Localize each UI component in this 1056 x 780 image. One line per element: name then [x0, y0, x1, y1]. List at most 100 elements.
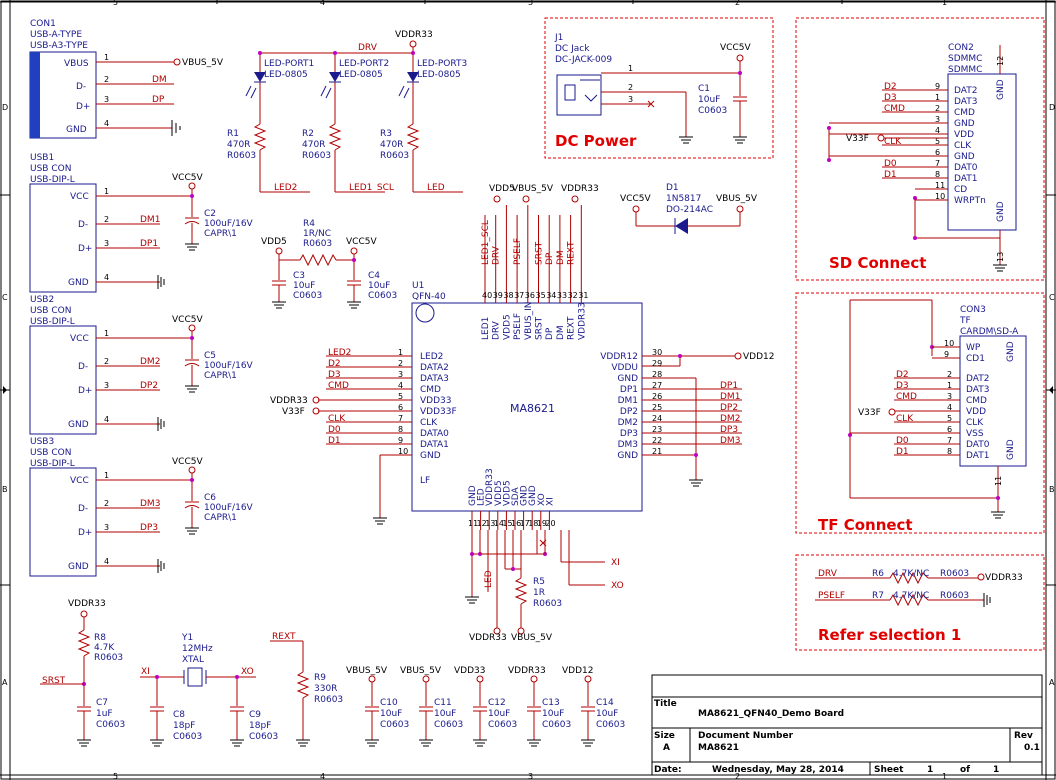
tf-connect-section: TF Connect CON3 TF CARDM\SD-A GND GND 11… — [795, 292, 1045, 534]
u1-pinnum-18: 18 — [528, 519, 538, 528]
tb-date: Wednesday, May 28, 2014 — [712, 765, 844, 775]
tb-date-label: Date: — [654, 765, 682, 775]
xi-net: XI — [141, 667, 150, 677]
r7-fp: R0603 — [940, 591, 969, 601]
usb3-pinnum-3: 3 — [104, 523, 109, 532]
u1-pinnum-32: 32 — [568, 291, 578, 300]
r9-ref: R9 — [314, 673, 326, 683]
usb3-cap-fp: CAPR\1 — [204, 513, 237, 523]
u1-net-9: D1 — [328, 436, 341, 446]
u1-net-3: D3 — [328, 370, 341, 380]
u1-pinname-40: LED1 — [481, 317, 491, 340]
tf-pinnum-7: 7 — [947, 436, 952, 445]
u1-pinname-27: DP1 — [620, 385, 638, 395]
c9-fp: C0603 — [249, 732, 278, 742]
frame-row-c: C — [2, 293, 8, 302]
xo-net: XO — [241, 667, 254, 677]
decap-val-4: 10uF — [596, 709, 618, 719]
usb3-ref: USB3 — [30, 437, 54, 447]
rext-net: REXT — [272, 632, 296, 642]
u1-pinnum-2: 2 — [398, 359, 403, 368]
sd-pinname-10: WRPTn — [954, 196, 986, 206]
r2-net: LED1_SCL — [349, 183, 394, 193]
usb1-cap-val: 100uF/16V — [204, 219, 254, 229]
usb2-net-dm: DM2 — [140, 357, 160, 367]
y1-val: 12MHz — [182, 644, 213, 654]
frame-col-5b: 5 — [113, 772, 118, 780]
r8-val: 4.7K — [94, 643, 115, 653]
u1-pinname-12: LED — [477, 488, 487, 506]
u1-pinnum-27: 27 — [652, 381, 662, 390]
c9-val: 18pF — [249, 721, 271, 731]
u1-pinname-26: DM1 — [618, 396, 638, 406]
r8-ref: R8 — [94, 633, 106, 643]
tb-doc: MA8621 — [698, 743, 739, 753]
y1-ref: Y1 — [181, 633, 193, 643]
tf-pinnum-3: 3 — [947, 392, 952, 401]
tf-pinname-5: CLK — [966, 418, 984, 428]
r8-vddr: VDDR33 — [68, 599, 106, 609]
r2-ref: R2 — [302, 129, 314, 139]
frame-row-d: D — [2, 103, 8, 112]
sd-pinname-11: CD — [954, 185, 967, 195]
usb1-footprint: USB-DIP-L — [30, 175, 75, 185]
r7-net: PSELF — [818, 591, 845, 601]
tb-title: MA8621_QFN40_Demo Board — [698, 709, 844, 719]
u1-pinname-16: SDA — [511, 487, 521, 506]
j1-ref: J1 — [554, 33, 563, 43]
c3-val: 10uF — [293, 281, 315, 291]
u1-pinnum-10: 10 — [398, 447, 408, 456]
r5-val: 1R — [533, 588, 545, 598]
r4-fp: R0603 — [303, 239, 332, 249]
c4-fp: C0603 — [368, 291, 397, 301]
decap-net-0: VBUS_5V — [346, 666, 388, 676]
dc-vcc5v: VCC5V — [720, 43, 751, 53]
tf-pinnum-5: 5 — [947, 414, 952, 423]
c3-ref: C3 — [293, 271, 305, 281]
frame-row-d-r: D — [1049, 103, 1055, 112]
c8-fp: C0603 — [173, 732, 202, 742]
refsel-title: Refer selection 1 — [818, 626, 961, 644]
usb1-pinnum-4: 4 — [104, 273, 109, 282]
tb-of-label: of — [960, 765, 970, 775]
u1-net-23: DP3 — [720, 425, 738, 435]
sd-pinnum-5: 5 — [935, 137, 940, 146]
u1-net-22: DM3 — [720, 436, 740, 446]
u1-net-8: D0 — [328, 425, 341, 435]
r5-ref: R5 — [533, 577, 545, 587]
tb-rev-label: Rev — [1014, 731, 1033, 741]
c1-fp: C0603 — [698, 106, 727, 116]
u1-pinnum-37: 37 — [514, 291, 524, 300]
con3-gnd2: GND — [1006, 439, 1016, 460]
sd-pinnum-11: 11 — [935, 181, 945, 190]
tb-title-label: Title — [654, 699, 677, 709]
usb3-pin-gnd: GND — [68, 562, 89, 572]
con2-fp: SDMMC — [948, 65, 982, 75]
con2-ref: CON2 — [948, 43, 974, 53]
u1-pinname-29: VDDU — [611, 363, 638, 373]
usb1-cap-fp: CAPR\1 — [204, 229, 237, 239]
tf-pinname-9: CD1 — [966, 354, 985, 364]
u1-pinnum-36: 36 — [525, 291, 535, 300]
frame-row-a: A — [2, 678, 8, 687]
frame-col-3b: 3 — [528, 772, 533, 780]
u1-pinname-2: DATA2 — [420, 363, 449, 373]
con3-pin11: 11 — [994, 476, 1003, 486]
usb3-pin-dp: D+ — [78, 528, 92, 538]
u1-net-33: DM — [556, 250, 566, 265]
decap-net-3: VDDR33 — [508, 666, 546, 676]
u1-net-40: LED1_SCL — [481, 220, 491, 265]
